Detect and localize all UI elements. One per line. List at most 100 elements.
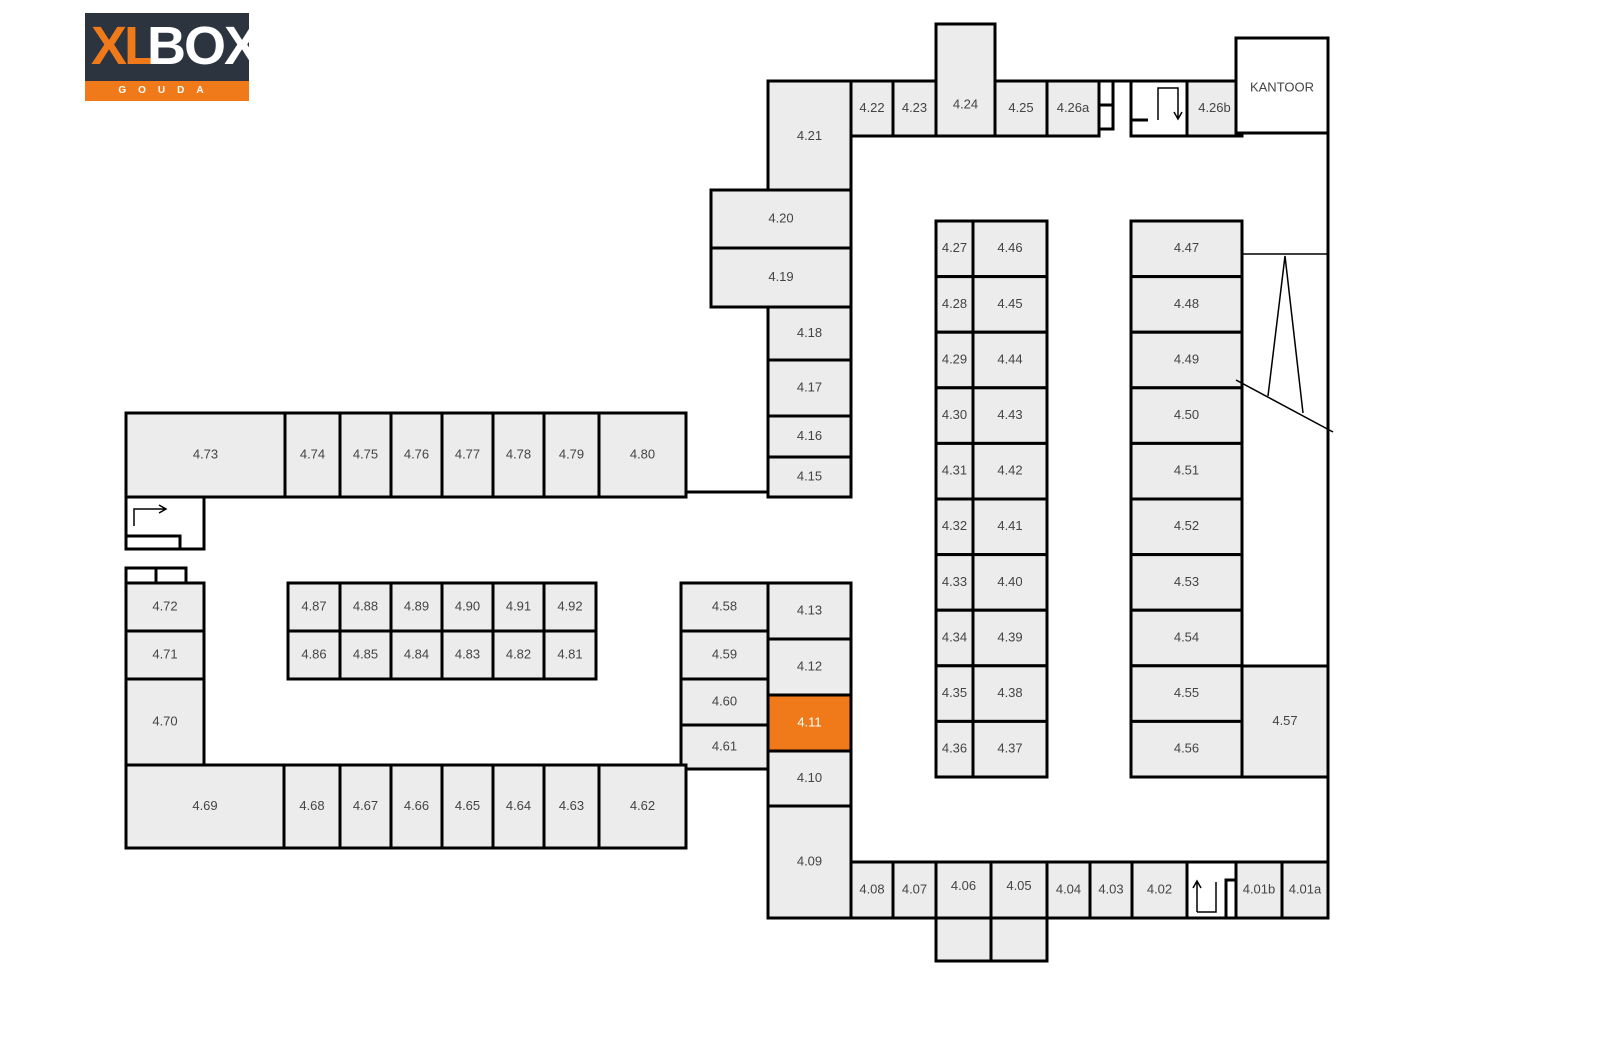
storage-unit-4-40[interactable]: 4.40 <box>971 553 1049 612</box>
storage-unit-4-84[interactable]: 4.84 <box>389 629 444 681</box>
storage-unit-4-56[interactable]: 4.56 <box>1129 719 1244 779</box>
storage-unit-4-72[interactable]: 4.72 <box>124 581 206 633</box>
storage-unit-4-71[interactable]: 4.71 <box>124 629 206 681</box>
storage-unit-4-82[interactable]: 4.82 <box>491 629 546 681</box>
storage-unit-4-28[interactable]: 4.28 <box>934 275 975 334</box>
storage-unit-4-68[interactable]: 4.68 <box>282 763 342 850</box>
storage-unit-4-86[interactable]: 4.86 <box>286 629 342 681</box>
storage-unit-4-51[interactable]: 4.51 <box>1129 441 1244 501</box>
storage-unit-4-64[interactable]: 4.64 <box>491 763 546 850</box>
storage-unit-4-63[interactable]: 4.63 <box>542 763 601 850</box>
storage-unit-4-08[interactable]: 4.08 <box>849 860 895 920</box>
storage-unit-4-46[interactable]: 4.46 <box>971 219 1049 279</box>
unit-label: 4.37 <box>997 741 1022 756</box>
storage-unit-4-36[interactable]: 4.36 <box>934 719 975 779</box>
storage-unit-4-88[interactable]: 4.88 <box>338 581 393 633</box>
storage-unit-4-66[interactable]: 4.66 <box>389 763 444 850</box>
storage-unit-4-44[interactable]: 4.44 <box>971 330 1049 390</box>
storage-unit-4-37[interactable]: 4.37 <box>971 719 1049 779</box>
storage-unit-4-87[interactable]: 4.87 <box>286 581 342 633</box>
storage-unit-4-73[interactable]: 4.73 <box>124 411 287 499</box>
storage-unit-4-16[interactable]: 4.16 <box>766 414 853 459</box>
storage-unit-4-61[interactable]: 4.61 <box>679 723 770 771</box>
office-kantoor[interactable]: KANTOOR <box>1234 36 1330 135</box>
storage-unit-4-70[interactable]: 4.70 <box>124 677 206 767</box>
storage-unit-4-45[interactable]: 4.45 <box>971 275 1049 334</box>
storage-unit-4-05[interactable]: 4.05 <box>989 860 1049 963</box>
storage-unit-4-26b[interactable]: 4.26b <box>1185 79 1244 138</box>
storage-unit-4-12[interactable]: 4.12 <box>766 637 853 697</box>
storage-unit-4-50[interactable]: 4.50 <box>1129 386 1244 445</box>
storage-unit-4-35[interactable]: 4.35 <box>934 664 975 723</box>
storage-unit-4-25[interactable]: 4.25 <box>993 79 1049 138</box>
storage-unit-4-39[interactable]: 4.39 <box>971 608 1049 668</box>
storage-unit-4-06[interactable]: 4.06 <box>934 860 993 963</box>
storage-unit-4-20[interactable]: 4.20 <box>709 188 853 250</box>
storage-unit-4-02[interactable]: 4.02 <box>1130 860 1189 920</box>
storage-unit-4-24[interactable]: 4.24 <box>934 22 997 138</box>
storage-unit-4-26a[interactable]: 4.26a <box>1045 79 1101 138</box>
storage-unit-4-22[interactable]: 4.22 <box>849 79 895 138</box>
storage-unit-4-90[interactable]: 4.90 <box>440 581 495 633</box>
storage-unit-4-27[interactable]: 4.27 <box>934 219 975 279</box>
storage-unit-4-29[interactable]: 4.29 <box>934 330 975 390</box>
storage-unit-4-89[interactable]: 4.89 <box>389 581 444 633</box>
storage-unit-4-59[interactable]: 4.59 <box>679 629 770 681</box>
storage-unit-4-10[interactable]: 4.10 <box>766 749 853 808</box>
storage-unit-4-78[interactable]: 4.78 <box>491 411 546 499</box>
storage-unit-4-47[interactable]: 4.47 <box>1129 219 1244 279</box>
storage-unit-4-81[interactable]: 4.81 <box>542 629 598 681</box>
storage-unit-4-91[interactable]: 4.91 <box>491 581 546 633</box>
logo-city: GOUDA <box>85 81 249 101</box>
storage-unit-4-48[interactable]: 4.48 <box>1129 275 1244 334</box>
storage-unit-4-34[interactable]: 4.34 <box>934 608 975 668</box>
storage-unit-4-01a[interactable]: 4.01a <box>1280 860 1330 920</box>
storage-unit-4-54[interactable]: 4.54 <box>1129 608 1244 668</box>
unit-outline <box>491 763 546 850</box>
storage-unit-4-79[interactable]: 4.79 <box>542 411 601 499</box>
storage-unit-4-41[interactable]: 4.41 <box>971 497 1049 557</box>
storage-unit-4-30[interactable]: 4.30 <box>934 386 975 445</box>
storage-unit-4-55[interactable]: 4.55 <box>1129 664 1244 723</box>
storage-unit-4-52[interactable]: 4.52 <box>1129 497 1244 557</box>
storage-unit-4-83[interactable]: 4.83 <box>440 629 495 681</box>
storage-unit-4-77[interactable]: 4.77 <box>440 411 495 499</box>
staircase-bottom <box>1185 860 1238 920</box>
storage-unit-4-53[interactable]: 4.53 <box>1129 553 1244 612</box>
storage-unit-4-18[interactable]: 4.18 <box>766 305 853 362</box>
storage-unit-4-15[interactable]: 4.15 <box>766 455 853 499</box>
storage-unit-4-42[interactable]: 4.42 <box>971 441 1049 501</box>
storage-unit-4-38[interactable]: 4.38 <box>971 664 1049 723</box>
storage-unit-4-13[interactable]: 4.13 <box>766 581 853 641</box>
storage-unit-4-19[interactable]: 4.19 <box>709 246 853 309</box>
storage-unit-4-65[interactable]: 4.65 <box>440 763 495 850</box>
storage-unit-4-33[interactable]: 4.33 <box>934 553 975 612</box>
storage-unit-4-04[interactable]: 4.04 <box>1045 860 1092 920</box>
storage-unit-4-57[interactable]: 4.57 <box>1240 664 1330 779</box>
storage-unit-4-23[interactable]: 4.23 <box>891 79 938 138</box>
storage-unit-4-74[interactable]: 4.74 <box>283 411 342 499</box>
storage-unit-4-17[interactable]: 4.17 <box>766 358 853 418</box>
storage-unit-4-03[interactable]: 4.03 <box>1088 860 1134 920</box>
unit-outline <box>1129 275 1244 334</box>
storage-unit-4-92[interactable]: 4.92 <box>542 581 598 633</box>
storage-unit-4-62[interactable]: 4.62 <box>597 763 688 850</box>
storage-unit-4-49[interactable]: 4.49 <box>1129 330 1244 390</box>
storage-unit-4-58[interactable]: 4.58 <box>679 581 770 633</box>
storage-unit-4-76[interactable]: 4.76 <box>389 411 444 499</box>
storage-unit-4-09[interactable]: 4.09 <box>766 804 853 920</box>
storage-unit-4-80[interactable]: 4.80 <box>597 411 688 499</box>
storage-unit-4-11[interactable]: 4.11 <box>766 693 853 753</box>
storage-unit-4-75[interactable]: 4.75 <box>338 411 393 499</box>
storage-unit-4-07[interactable]: 4.07 <box>891 860 938 920</box>
unit-label: 4.39 <box>997 629 1022 644</box>
storage-unit-4-60[interactable]: 4.60 <box>679 677 770 727</box>
storage-unit-4-85[interactable]: 4.85 <box>338 629 393 681</box>
storage-unit-4-43[interactable]: 4.43 <box>971 386 1049 445</box>
storage-unit-4-67[interactable]: 4.67 <box>338 763 393 850</box>
storage-unit-4-32[interactable]: 4.32 <box>934 497 975 557</box>
storage-unit-4-31[interactable]: 4.31 <box>934 441 975 501</box>
storage-unit-4-69[interactable]: 4.69 <box>124 763 286 850</box>
storage-unit-4-01b[interactable]: 4.01b <box>1234 860 1284 920</box>
storage-unit-4-21[interactable]: 4.21 <box>766 79 853 194</box>
